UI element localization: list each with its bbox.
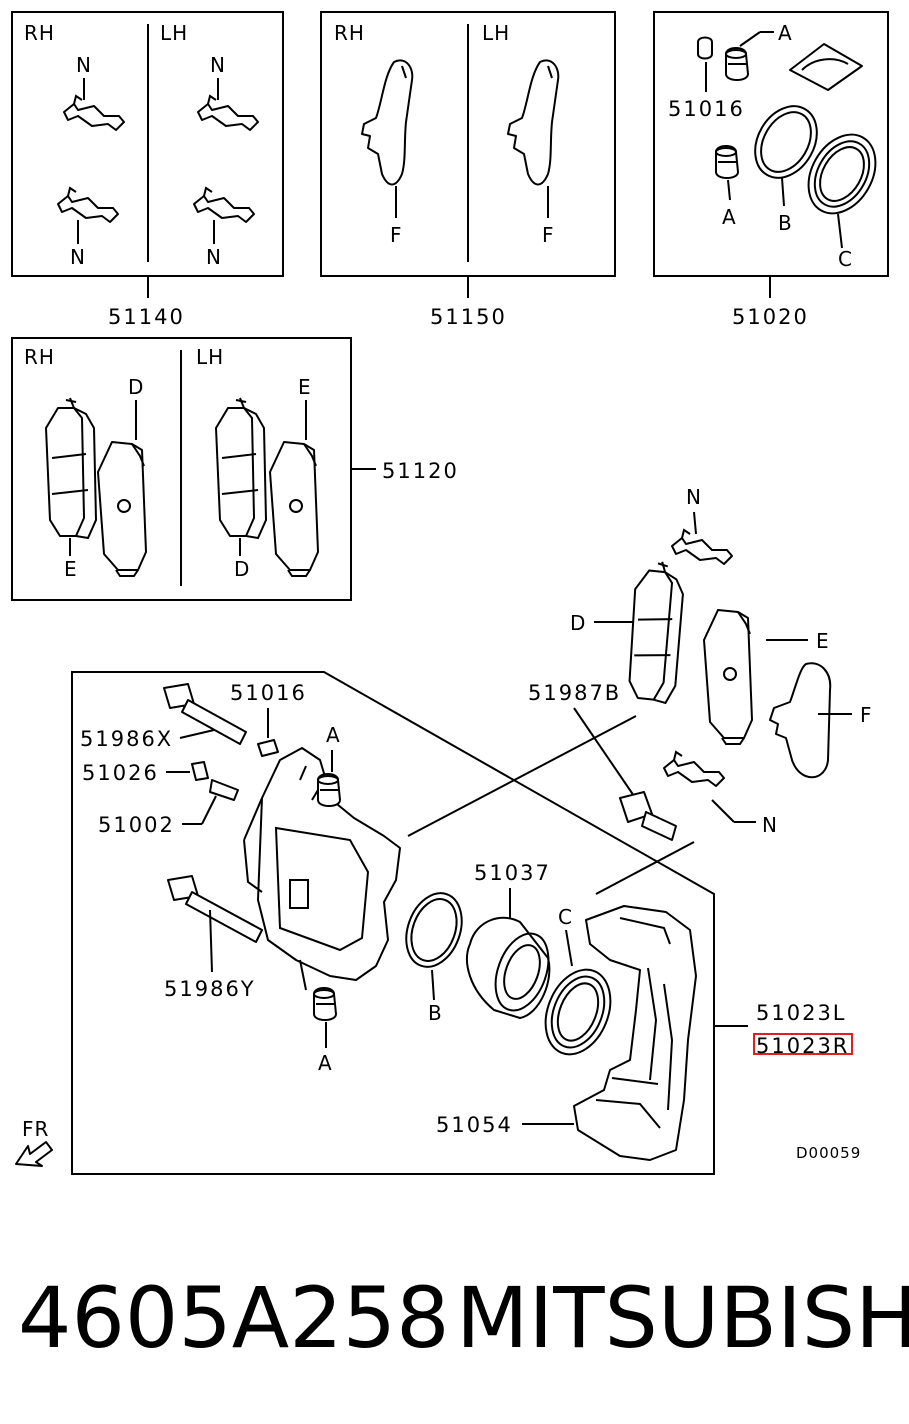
piston-icon [466,916,551,1019]
part-number-51016-assembly: 51016 [230,681,307,705]
label-a-upper: A [326,723,341,747]
shim-label-f: F [390,223,403,247]
part-number-51023r: 51023R [756,1034,849,1058]
boot-a-icon [313,987,337,1021]
boot-a-icon [715,145,739,179]
brake-pad-inner-icon [703,609,753,745]
caliper-body-icon [257,747,401,981]
part-number-caption: 4605A258 [18,1269,450,1367]
shim-label-f: F [542,223,555,247]
brake-pad-inner-icon [97,441,147,577]
guide-line [595,841,695,895]
lh-label: LH [196,345,224,369]
shim-icon [507,59,560,186]
label-c-assembly: C [558,905,573,929]
clip-label-n: N [70,245,86,269]
brake-pad-outer-icon [45,397,97,539]
label-d: D [128,375,144,399]
part-number-51037: 51037 [474,861,551,885]
label-d-assembly: D [570,611,586,635]
boot-a-icon [317,773,341,807]
anti-rattle-clip-icon [57,187,119,223]
anti-rattle-clip-icon [663,751,725,787]
clip-label-n: N [76,53,92,77]
shim-icon [769,662,832,779]
grease-packet-icon [789,43,863,91]
part-number-51002: 51002 [98,813,175,837]
lh-label: LH [482,21,510,45]
brake-pad-outer-icon [215,397,267,539]
part-number-51023l: 51023L [756,1001,847,1025]
label-a-bottom: A [722,205,737,229]
brand-caption: MITSUBISHI [456,1269,909,1367]
clip-label-n: N [210,53,226,77]
label-e-assembly: E [816,629,830,653]
anti-rattle-clip-icon [63,95,125,131]
bleeder-cap-icon [191,761,209,781]
caliper-assembly: N D E F N 51987B 51016 51986X 51026 5100… [15,485,873,1175]
label-a-lower: A [318,1051,333,1075]
bleeder-screw-icon [209,779,239,801]
panel-51140: RH LH N N N N 51140 [11,11,284,329]
label-n-bottom: N [762,813,778,837]
front-direction-label: FR [22,1117,49,1141]
anti-rattle-clip-icon [671,529,733,565]
rh-label: RH [24,345,55,369]
part-number-51026: 51026 [82,761,159,785]
guide-line [407,715,637,837]
label-b-assembly: B [428,1001,443,1025]
caliper-support-bracket-icon [573,905,697,1161]
bushing-icon [257,739,279,757]
label-f-assembly: F [860,703,873,727]
label-e: E [64,557,78,581]
front-arrow-icon [15,1141,53,1167]
label-d: D [234,557,250,581]
part-number-51986y: 51986Y [164,977,256,1001]
brake-pad-inner-icon [269,441,319,577]
anti-rattle-clip-icon [193,187,255,223]
part-number-51150: 51150 [430,305,507,329]
panel-51020: A 51016 A B C 51020 [653,11,889,329]
label-b: B [778,211,793,235]
part-number-51120: 51120 [382,459,459,483]
assembly-frame [71,671,715,1175]
drawing-number: D00059 [796,1144,861,1162]
part-number-51986x: 51986X [80,727,173,751]
highlight-box [753,1033,853,1055]
brake-pad-outer-icon [622,558,690,705]
lh-label: LH [160,21,188,45]
label-e: E [298,375,312,399]
rh-label: RH [334,21,365,45]
caption: 4605A258 MITSUBISHI [0,1268,909,1378]
shim-icon [361,59,414,186]
part-number-51020: 51020 [732,305,809,329]
rh-label: RH [24,21,55,45]
panel-51150: RH LH F F 51150 [320,11,616,329]
part-number-51016: 51016 [668,97,745,121]
label-n-top: N [686,485,702,509]
panel-51120: RH LH D E E D 51120 [11,337,459,601]
part-number-51987b: 51987B [528,681,621,705]
anti-rattle-clip-icon [197,95,259,131]
clip-label-n: N [206,245,222,269]
label-a-top: A [778,21,793,45]
boot-a-icon [725,47,749,81]
label-c: C [838,247,853,271]
part-number-51140: 51140 [108,305,185,329]
dust-boot-small-icon [697,36,713,60]
part-number-51054: 51054 [436,1113,513,1137]
exploded-parts-diagram: RH LH N N N N 51140 RH LH F F 51150 [11,11,889,1175]
piston-seal-b-icon [405,892,463,968]
